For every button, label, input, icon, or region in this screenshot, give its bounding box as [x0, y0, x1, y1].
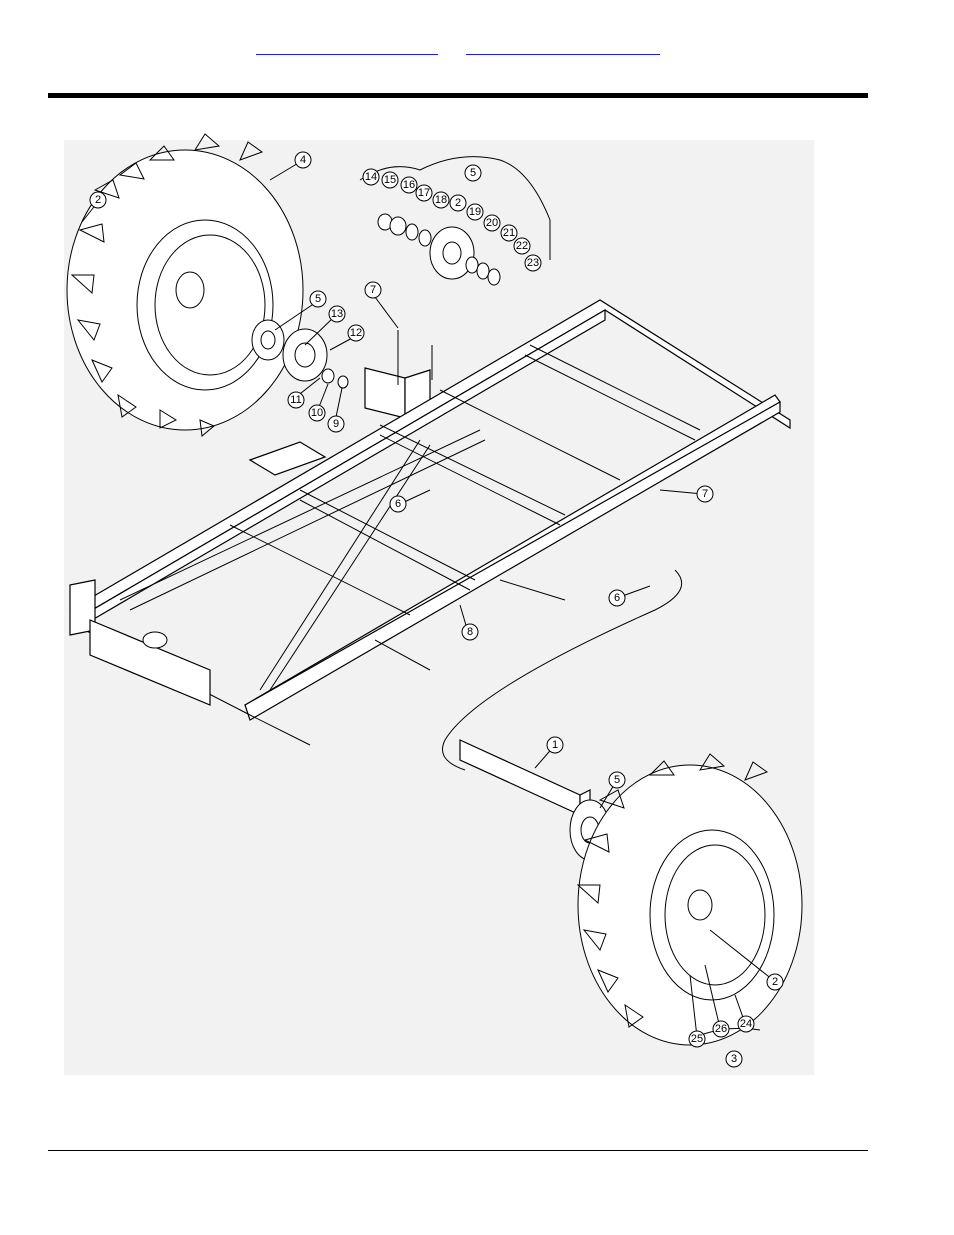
svg-text:15: 15 [384, 174, 396, 186]
svg-text:2: 2 [95, 194, 101, 206]
callout-10: 10 [309, 405, 325, 421]
callout-13: 13 [329, 306, 345, 322]
svg-text:12: 12 [350, 327, 362, 339]
svg-text:16: 16 [403, 179, 415, 191]
callout-11: 11 [288, 392, 304, 408]
svg-text:17: 17 [418, 187, 430, 199]
callout-5-lower: 5 [609, 772, 625, 788]
svg-text:24: 24 [740, 1018, 752, 1030]
callout-2-detail: 2 [450, 195, 466, 211]
callout-2-upper: 2 [90, 192, 106, 208]
svg-text:14: 14 [365, 171, 377, 183]
svg-text:2: 2 [772, 976, 778, 988]
callout-4: 4 [295, 152, 311, 168]
svg-text:11: 11 [290, 394, 301, 406]
callout-14: 14 [363, 169, 379, 185]
callout-20: 20 [484, 215, 500, 231]
svg-text:5: 5 [315, 293, 321, 305]
svg-text:21: 21 [503, 227, 515, 239]
svg-text:3: 3 [731, 1053, 737, 1065]
callout-5-upper: 5 [310, 291, 326, 307]
svg-text:5: 5 [614, 774, 620, 786]
callout-19: 19 [467, 204, 483, 220]
tire-lower-right [578, 754, 802, 1045]
callout-6-upper: 6 [390, 496, 406, 512]
svg-text:25: 25 [691, 1033, 703, 1045]
callout-8: 8 [462, 624, 478, 640]
svg-text:20: 20 [486, 217, 498, 229]
svg-text:2: 2 [455, 197, 461, 209]
bottom-rule [48, 1150, 868, 1151]
callout-17: 17 [416, 185, 432, 201]
callout-7-right: 7 [697, 486, 713, 502]
callout-15: 15 [382, 172, 398, 188]
svg-text:6: 6 [614, 592, 620, 604]
callout-24: 24 [738, 1016, 754, 1032]
svg-text:7: 7 [702, 488, 708, 500]
svg-text:1: 1 [552, 739, 558, 751]
callout-26: 26 [713, 1021, 729, 1037]
callout-3: 3 [726, 1051, 742, 1067]
callout-2-lower: 2 [767, 974, 783, 990]
svg-text:10: 10 [311, 407, 323, 419]
callout-5-detail: 5 [465, 165, 481, 181]
svg-text:18: 18 [435, 194, 447, 206]
callout-22: 22 [514, 238, 530, 254]
svg-text:4: 4 [300, 154, 306, 166]
callout-21: 21 [501, 225, 517, 241]
svg-text:19: 19 [469, 206, 481, 218]
svg-text:8: 8 [467, 626, 473, 638]
svg-text:7: 7 [370, 284, 376, 296]
callout-23: 23 [525, 255, 541, 271]
svg-text:22: 22 [516, 240, 528, 252]
callout-9: 9 [328, 416, 344, 432]
callout-18: 18 [433, 192, 449, 208]
callout-25: 25 [689, 1031, 705, 1047]
svg-text:6: 6 [395, 498, 401, 510]
callout-12: 12 [348, 325, 364, 341]
svg-text:13: 13 [331, 308, 343, 320]
svg-text:5: 5 [470, 167, 476, 179]
callout-16: 16 [401, 177, 417, 193]
callout-6-lower: 6 [609, 590, 625, 606]
svg-text:23: 23 [527, 257, 539, 269]
svg-text:9: 9 [333, 418, 339, 430]
callout-1: 1 [547, 737, 563, 753]
svg-text:26: 26 [715, 1023, 727, 1035]
axle-lower [460, 740, 610, 860]
callout-7-upper: 7 [365, 282, 381, 298]
tire-upper-left [67, 134, 303, 436]
